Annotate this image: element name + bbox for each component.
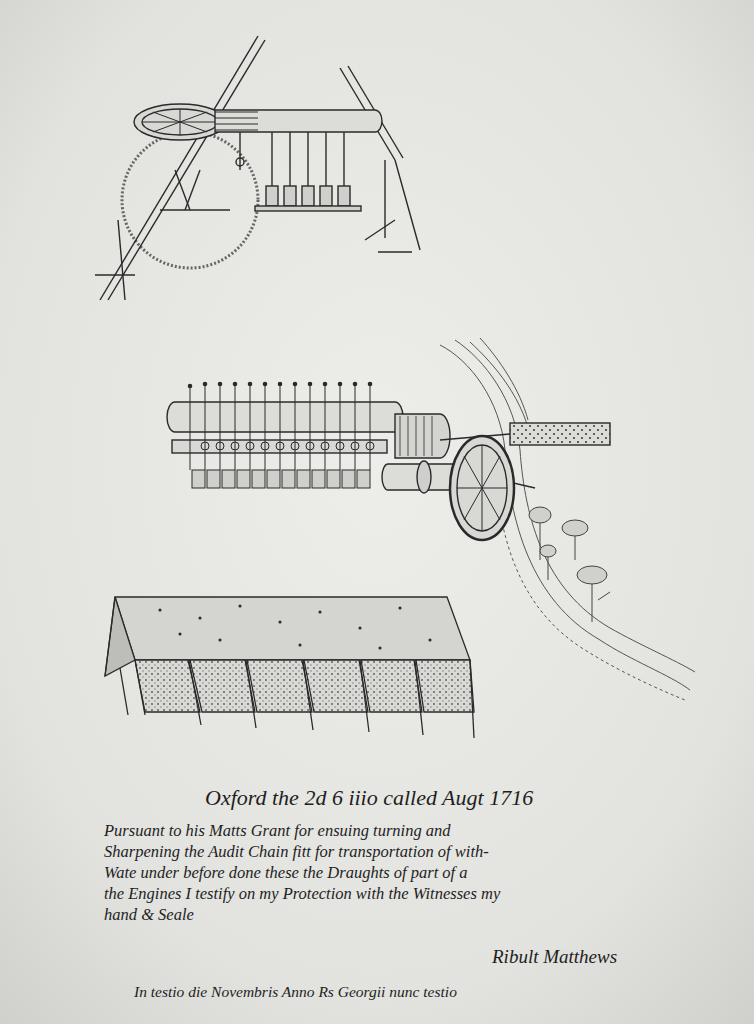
trees [529,507,610,622]
body-line: Wate under before done these the Draught… [104,864,468,883]
body-line: hand & Seale [104,906,194,925]
signature: Ribult Matthews [492,946,617,968]
dateline: Oxford the 2d 6 iiio called Augt 1716 [205,785,533,810]
drying-shed [105,597,474,738]
body-line: Sharpening the Audit Chain fitt for tran… [104,843,489,862]
rope-winding-engine [95,36,420,300]
water-driven-engine [167,382,610,540]
river [440,338,695,700]
body-line: Pursuant to his Matts Grant for ensuing … [104,822,451,841]
body-line: the Engines I testify on my Protection w… [104,885,500,904]
attestation-line: In testio die Novembris Anno Rs Georgii … [134,983,457,1001]
